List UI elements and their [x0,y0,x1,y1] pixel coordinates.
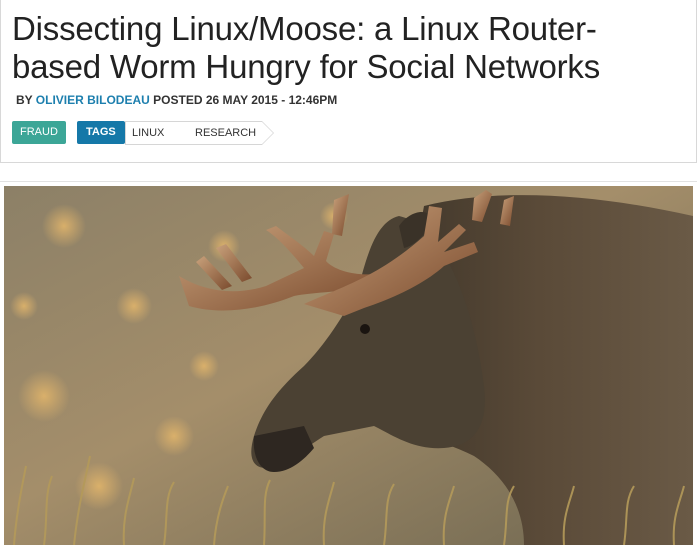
posted-label: POSTED [153,93,203,107]
author-link[interactable]: OLIVIER BILODEAU [35,93,150,107]
category-badge-fraud[interactable]: FRAUD [12,121,66,144]
tag-arrow-shape [262,122,273,144]
tag-research[interactable]: RESEARCH [180,121,274,145]
byline: BY OLIVIER BILODEAU POSTED 26 MAY 2015 -… [16,93,337,107]
tag-linux-label: LINUX [132,127,165,139]
section-divider [0,181,697,182]
tag-linux[interactable]: LINUX [125,121,193,145]
article-header: Dissecting Linux/Moose: a Linux Router-b… [0,0,697,163]
tag-research-label: RESEARCH [195,127,257,139]
hero-image-moose [4,186,693,545]
post-date: 26 MAY 2015 - 12:46PM [205,93,338,107]
article-title: Dissecting Linux/Moose: a Linux Router-b… [12,10,601,85]
tags-heading-badge: TAGS [77,121,125,144]
byline-prefix: BY [16,93,33,107]
